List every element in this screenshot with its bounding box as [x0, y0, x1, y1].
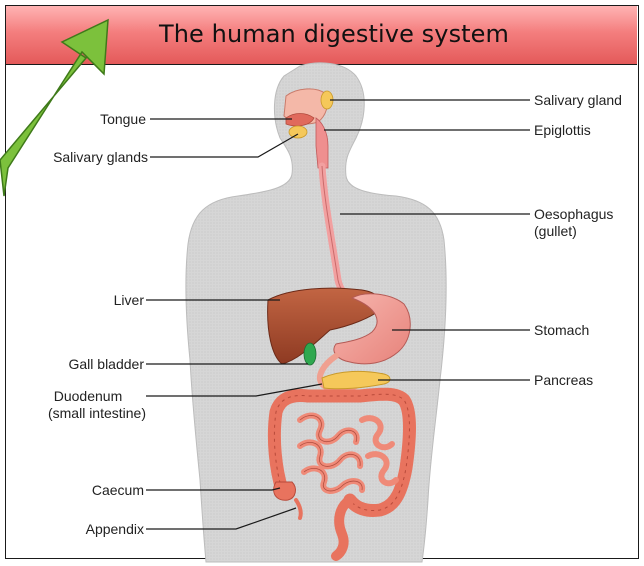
label-oesophagus: Oesophagus (gullet) — [534, 206, 613, 240]
label-oesophagus-line1: Oesophagus — [534, 206, 613, 223]
label-duodenum: Duodenum (small intestine) — [20, 388, 150, 422]
label-stomach: Stomach — [534, 322, 589, 338]
label-salivary-gland: Salivary gland — [534, 92, 622, 108]
label-caecum: Caecum — [60, 482, 144, 498]
label-salivary-glands: Salivary glands — [14, 149, 148, 165]
green-arrow-icon — [0, 20, 108, 196]
label-duodenum-line1: Duodenum — [20, 388, 150, 405]
label-gall-bladder: Gall bladder — [20, 356, 144, 372]
label-appendix: Appendix — [60, 521, 144, 537]
caecum-shape — [274, 482, 296, 500]
salivary-glands-lower-shape — [289, 126, 307, 138]
label-oesophagus-line2: (gullet) — [534, 223, 613, 240]
label-tongue: Tongue — [60, 111, 146, 127]
label-pancreas: Pancreas — [534, 372, 593, 388]
label-epiglottis: Epiglottis — [534, 122, 591, 138]
label-liver: Liver — [60, 292, 144, 308]
gall-bladder-shape — [304, 343, 316, 365]
label-duodenum-line2: (small intestine) — [20, 405, 150, 422]
